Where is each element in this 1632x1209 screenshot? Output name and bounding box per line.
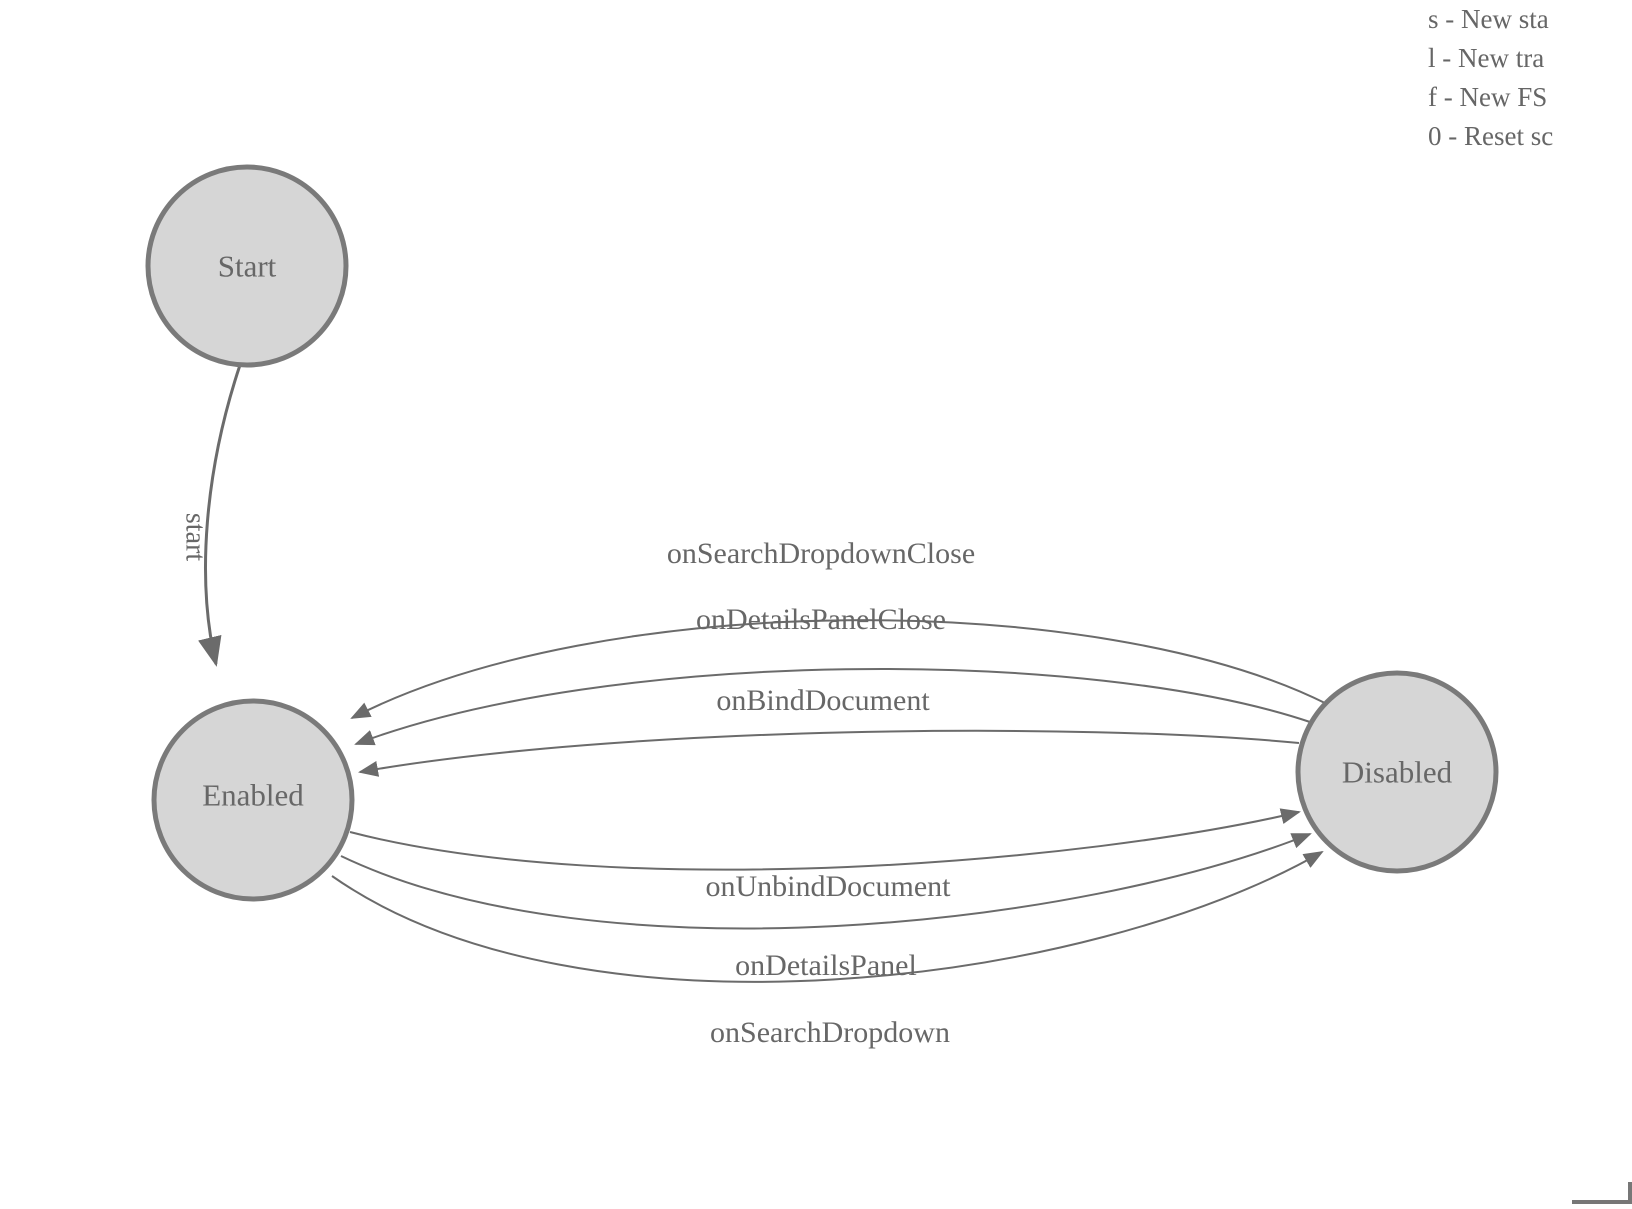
edge-label-ondetailspanelclose: onDetailsPanelClose	[696, 603, 946, 636]
edge-label-onbinddocument: onBindDocument	[716, 684, 930, 717]
edge-enabled-disabled-searchdropdown[interactable]	[331, 851, 1324, 983]
edge-path[interactable]	[354, 667, 1311, 746]
edge-labels-layer: start onSearchDropdownClose onDetailsPan…	[180, 513, 976, 1049]
edges-layer	[198, 364, 1328, 983]
state-label-start: Start	[218, 249, 277, 284]
edge-disabled-enabled-detailspanelclose[interactable]	[354, 667, 1311, 746]
edge-enabled-disabled-unbinddocument[interactable]	[349, 808, 1301, 871]
edge-disabled-enabled-binddocument[interactable]	[358, 729, 1300, 777]
state-label-disabled: Disabled	[1342, 755, 1453, 790]
state-node-disabled[interactable]: Disabled	[1295, 670, 1499, 874]
help-line-new-fsm: f - New FS	[1428, 82, 1548, 112]
help-line-reset-scale: 0 - Reset sc	[1428, 121, 1554, 151]
state-node-start[interactable]: Start	[145, 164, 349, 368]
edge-path[interactable]	[358, 729, 1300, 777]
state-node-enabled[interactable]: Enabled	[151, 698, 355, 902]
edge-disabled-enabled-searchdropdownclose[interactable]	[350, 619, 1328, 719]
state-label-enabled: Enabled	[202, 778, 304, 813]
edge-path[interactable]	[331, 851, 1324, 983]
state-circle[interactable]	[145, 164, 349, 368]
edge-path[interactable]	[340, 833, 1312, 930]
edge-label-ondetailspanel: onDetailsPanel	[735, 949, 917, 982]
edge-path[interactable]	[350, 619, 1328, 719]
nodes-layer: Start Enabled Disabled	[145, 164, 1499, 902]
edge-label-onunbinddocument: onUnbindDocument	[706, 870, 952, 903]
edge-start-enabled[interactable]	[198, 364, 242, 667]
edge-label-onsearchdropdownclose: onSearchDropdownClose	[667, 537, 975, 570]
edge-enabled-disabled-detailspanel[interactable]	[340, 833, 1312, 930]
state-circle[interactable]	[151, 698, 355, 902]
edge-path[interactable]	[198, 364, 242, 667]
help-legend: s - New sta l - New tra f - New FS 0 - R…	[1428, 0, 1632, 156]
help-line-new-state: s - New sta	[1428, 4, 1549, 34]
edge-label-start: start	[180, 513, 211, 561]
edge-path[interactable]	[349, 808, 1301, 871]
edge-label-onsearchdropdown: onSearchDropdown	[710, 1016, 950, 1049]
help-line-new-transition: l - New tra	[1428, 43, 1545, 73]
canvas-corner-handle[interactable]	[1572, 1182, 1632, 1204]
state-circle[interactable]	[1295, 670, 1499, 874]
